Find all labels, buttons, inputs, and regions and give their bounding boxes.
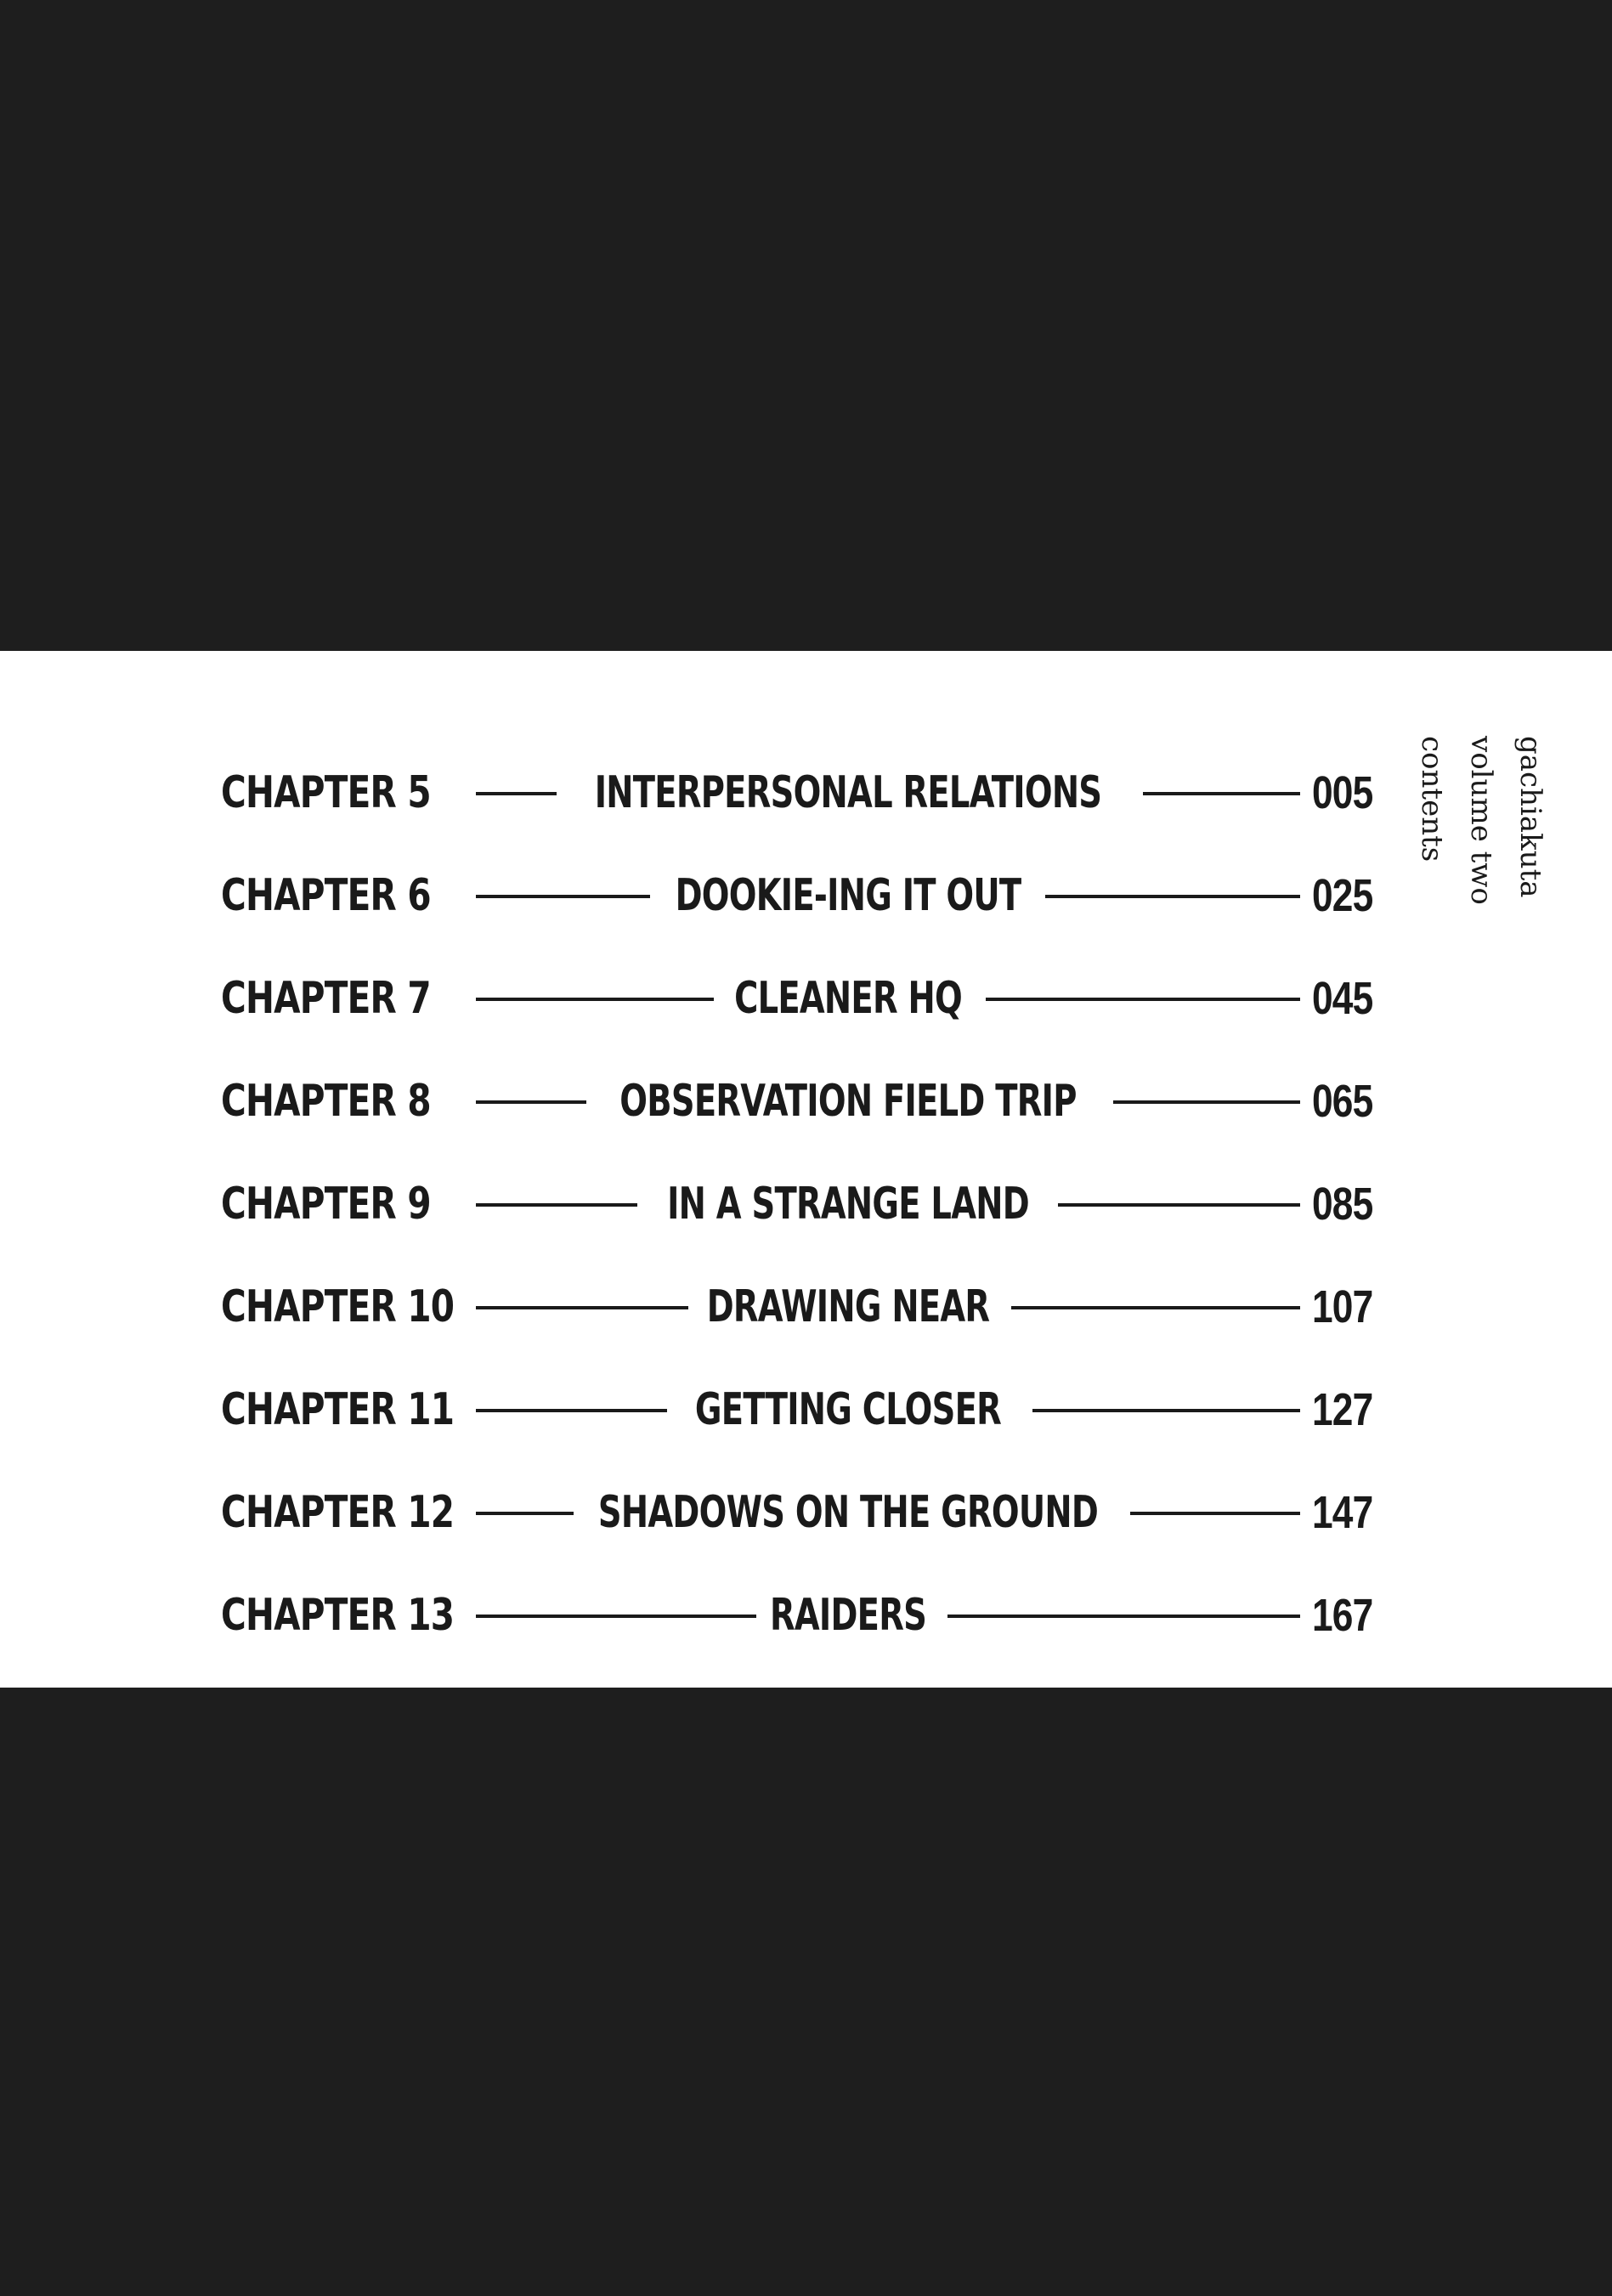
toc-leader-line (1058, 1203, 1300, 1207)
toc-page-number: 065 (1312, 1076, 1373, 1127)
toc-row-chapter-7[interactable]: CHAPTER 7 CLEANER HQ 045 (221, 964, 1402, 1032)
toc-chapter-title: GETTING CLOSER (691, 1376, 1005, 1444)
toc-leader-line (476, 1512, 574, 1515)
toc-chapter-title: CLEANER HQ (730, 964, 966, 1032)
toc-chapter-title: INTERPERSONAL RELATIONS (591, 759, 1106, 827)
toc-chapter-label: CHAPTER 7 (221, 973, 432, 1024)
toc-page-number: 127 (1312, 1384, 1373, 1435)
toc-leader-line (476, 998, 714, 1001)
toc-leader-line (476, 1100, 586, 1104)
toc-chapter-label: CHAPTER 11 (221, 1384, 455, 1435)
toc-leader-line (476, 895, 650, 898)
toc-row-chapter-12[interactable]: CHAPTER 12 SHADOWS ON THE GROUND 147 (221, 1479, 1402, 1547)
contents-panel: CHAPTER 5 INTERPERSONAL RELATIONS 005 CH… (0, 651, 1612, 1688)
top-black-band (0, 0, 1612, 651)
toc-leader-line (947, 1615, 1300, 1618)
toc-chapter-label: CHAPTER 9 (221, 1179, 432, 1230)
toc-page-number: 107 (1312, 1281, 1373, 1332)
series-name: gachiakuta (1513, 736, 1547, 898)
toc-chapter-label: CHAPTER 12 (221, 1487, 455, 1538)
toc-chapter-label: CHAPTER 8 (221, 1076, 432, 1127)
toc-page-number: 045 (1312, 973, 1373, 1024)
toc-row-chapter-11[interactable]: CHAPTER 11 GETTING CLOSER 127 (221, 1376, 1402, 1444)
contents-label: contents (1415, 736, 1449, 862)
toc-chapter-title: RAIDERS (766, 1581, 930, 1649)
toc-leader-line (1130, 1512, 1300, 1515)
toc-row-chapter-9[interactable]: CHAPTER 9 IN A STRANGE LAND 085 (221, 1170, 1402, 1238)
toc-page-number: 005 (1312, 767, 1373, 818)
volume-caption: gachiakuta volume two contents (1415, 736, 1555, 931)
toc-leader-line (476, 792, 557, 795)
toc-leader-line (476, 1409, 667, 1412)
toc-leader-line (476, 1306, 688, 1309)
toc-chapter-label: CHAPTER 13 (221, 1590, 455, 1641)
toc-page-number: 025 (1312, 870, 1373, 921)
toc-leader-line (1143, 792, 1300, 795)
toc-page-number: 147 (1312, 1487, 1373, 1538)
toc-page-number: 167 (1312, 1590, 1373, 1641)
toc-chapter-title: IN A STRANGE LAND (663, 1170, 1033, 1238)
toc-row-chapter-13[interactable]: CHAPTER 13 RAIDERS 167 (221, 1581, 1402, 1649)
volume-number: volume two (1464, 736, 1498, 905)
toc-row-chapter-10[interactable]: CHAPTER 10 DRAWING NEAR 107 (221, 1273, 1402, 1341)
toc-chapter-label: CHAPTER 10 (221, 1281, 455, 1332)
toc-row-chapter-8[interactable]: CHAPTER 8 OBSERVATION FIELD TRIP 065 (221, 1067, 1402, 1135)
toc-chapter-label: CHAPTER 6 (221, 870, 432, 921)
toc-leader-line (1032, 1409, 1300, 1412)
toc-leader-line (1113, 1100, 1300, 1104)
toc-chapter-title: DOOKIE-ING IT OUT (671, 862, 1025, 930)
toc-chapter-title: DRAWING NEAR (703, 1273, 993, 1341)
toc-chapter-title: SHADOWS ON THE GROUND (594, 1479, 1102, 1547)
toc-row-chapter-6[interactable]: CHAPTER 6 DOOKIE-ING IT OUT 025 (221, 862, 1402, 930)
toc-page-number: 085 (1312, 1179, 1373, 1230)
toc-leader-line (1011, 1306, 1300, 1309)
bottom-black-band (0, 1688, 1612, 2296)
toc-chapter-label: CHAPTER 5 (221, 767, 432, 818)
toc-row-chapter-5[interactable]: CHAPTER 5 INTERPERSONAL RELATIONS 005 (221, 759, 1402, 827)
toc-leader-line (1045, 895, 1300, 898)
toc-leader-line (986, 998, 1300, 1001)
table-of-contents: CHAPTER 5 INTERPERSONAL RELATIONS 005 CH… (221, 651, 1402, 1688)
toc-chapter-title: OBSERVATION FIELD TRIP (615, 1067, 1081, 1135)
toc-leader-line (476, 1203, 637, 1207)
toc-leader-line (476, 1615, 756, 1618)
